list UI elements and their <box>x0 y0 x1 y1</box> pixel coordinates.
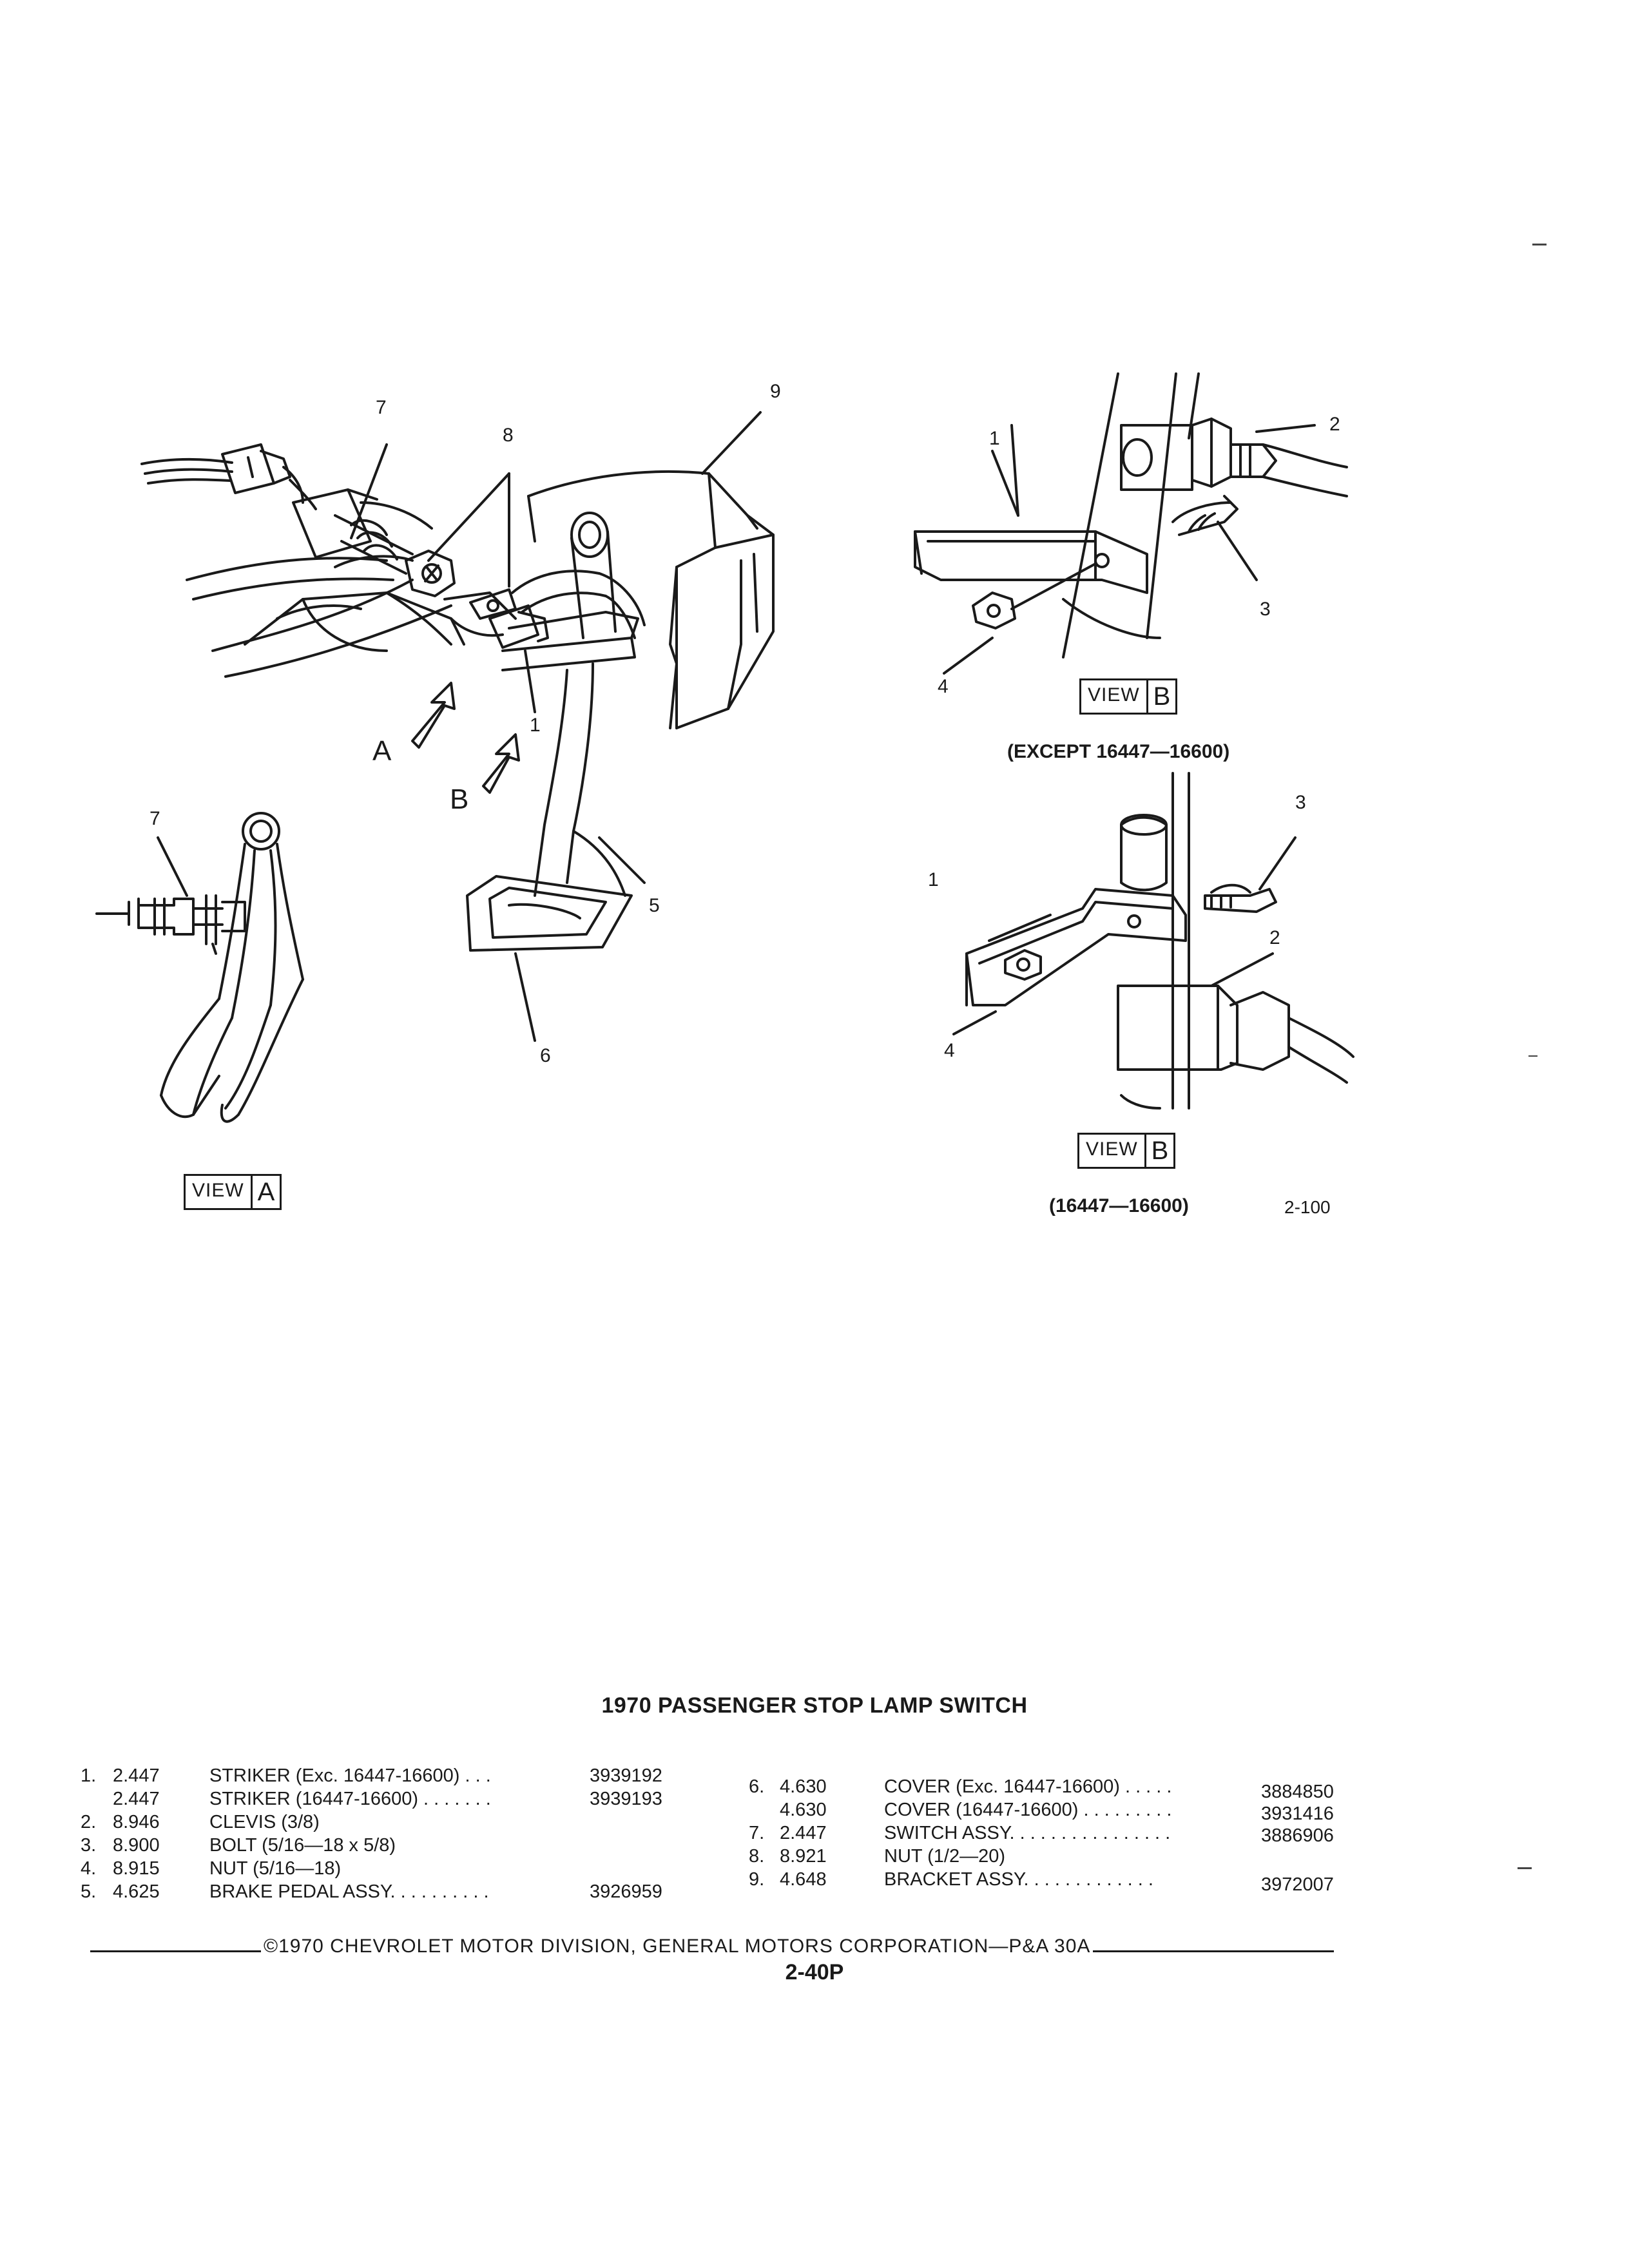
group-number: 4.625 <box>113 1881 160 1902</box>
part-description: NUT (5/16—18) <box>209 1858 342 1879</box>
part-description: COVER (16447-16600) . . . . . . . . . <box>884 1800 1172 1820</box>
view-b-bottom-label: VIEW B <box>1077 1133 1176 1169</box>
view-b-top-label: VIEW B <box>1079 678 1178 715</box>
part-description: CLEVIS (3/8) <box>209 1812 320 1832</box>
item-index: 5. <box>81 1881 97 1902</box>
list-item: 8. 8.921 NUT (1/2—20) <box>749 1845 1361 1868</box>
callout-7: 7 <box>376 397 387 418</box>
part-number: 3939193 <box>590 1789 662 1809</box>
group-number: 4.630 <box>780 1800 827 1820</box>
item-index: 6. <box>749 1776 765 1797</box>
list-item: 1. 2.447 STRIKER (Exc. 16447-16600) . . … <box>81 1764 725 1787</box>
group-number: 2.447 <box>780 1823 827 1843</box>
group-number: 8.921 <box>780 1846 827 1867</box>
figure-number: 2-100 <box>1284 1197 1331 1217</box>
callout-1: 1 <box>530 715 541 736</box>
view-b-top-callout-3: 3 <box>1260 599 1271 620</box>
copyright-footer: ©1970 CHEVROLET MOTOR DIVISION, GENERAL … <box>90 1936 1334 1957</box>
view-a-label: VIEW A <box>184 1174 282 1210</box>
part-description: STRIKER (16447-16600) . . . . . . . <box>209 1789 491 1809</box>
view-b-top-drawing <box>914 372 1348 675</box>
scan-mark <box>1528 1055 1537 1057</box>
view-b-bottom-callout-3: 3 <box>1295 792 1306 813</box>
part-number: 3939192 <box>590 1765 662 1786</box>
list-item: 7. 2.447 SWITCH ASSY. . . . . . . . . . … <box>749 1821 1361 1846</box>
page-title: 1970 PASSENGER STOP LAMP SWITCH <box>601 1693 1028 1718</box>
parts-list-right: 6. 4.630 COVER (Exc. 16447-16600) . . . … <box>749 1775 1361 1895</box>
group-number: 4.648 <box>780 1869 827 1890</box>
arrow-label-b: B <box>450 783 468 815</box>
arrow-label-a: A <box>372 735 392 767</box>
view-b-bottom-callout-1: 1 <box>928 869 939 890</box>
item-index: 7. <box>749 1823 765 1843</box>
part-description: BRACKET ASSY. . . . . . . . . . . . . <box>884 1869 1153 1890</box>
view-b-bottom-callout-2: 2 <box>1269 927 1280 948</box>
callout-5: 5 <box>649 895 660 916</box>
callout-8: 8 <box>503 425 514 446</box>
view-a-callout-7: 7 <box>149 808 160 829</box>
item-index: 2. <box>81 1812 97 1832</box>
list-item: 2.447 STRIKER (16447-16600) . . . . . . … <box>81 1787 725 1811</box>
view-b-top-callout-2: 2 <box>1329 414 1340 435</box>
item-index: 9. <box>749 1869 765 1890</box>
parts-list-left: 1. 2.447 STRIKER (Exc. 16447-16600) . . … <box>81 1764 725 1903</box>
copyright-text: ©1970 CHEVROLET MOTOR DIVISION, GENERAL … <box>264 1936 1091 1957</box>
footer-rule-right <box>1093 1950 1334 1952</box>
group-number: 4.630 <box>780 1776 827 1797</box>
view-b-bottom-label-letter: B <box>1144 1135 1174 1167</box>
part-description: BRAKE PEDAL ASSY. . . . . . . . . . <box>209 1881 489 1902</box>
view-b-top-callout-4: 4 <box>938 676 949 697</box>
part-number: 3931416 <box>1261 1803 1334 1824</box>
view-a-label-text: VIEW <box>192 1180 244 1201</box>
item-index: 1. <box>81 1765 97 1786</box>
scan-mark <box>1532 244 1547 245</box>
page-number: 2-40P <box>785 1960 844 1984</box>
caption-except-models: (EXCEPT 16447—16600) <box>1007 741 1230 762</box>
caption-models: (16447—16600) <box>1049 1195 1189 1216</box>
part-number: 3884850 <box>1261 1782 1334 1802</box>
group-number: 8.915 <box>113 1858 160 1879</box>
part-number: 3972007 <box>1261 1874 1334 1895</box>
part-description: COVER (Exc. 16447-16600) . . . . . <box>884 1776 1172 1797</box>
view-a-label-letter: A <box>250 1176 280 1208</box>
part-description: SWITCH ASSY. . . . . . . . . . . . . . .… <box>884 1823 1171 1843</box>
part-description: STRIKER (Exc. 16447-16600) . . . <box>209 1765 491 1786</box>
list-item: 3. 8.900 BOLT (5/16—18 x 5/8) <box>81 1834 725 1857</box>
list-item: 5. 4.625 BRAKE PEDAL ASSY. . . . . . . .… <box>81 1880 725 1903</box>
list-item: 9. 4.648 BRACKET ASSY. . . . . . . . . .… <box>749 1868 1361 1895</box>
view-b-top-callout-1: 1 <box>989 428 1000 449</box>
list-item: 6. 4.630 COVER (Exc. 16447-16600) . . . … <box>749 1775 1361 1802</box>
group-number: 2.447 <box>113 1765 160 1786</box>
footer-rule-left <box>90 1950 261 1952</box>
list-item: 4.630 COVER (16447-16600) . . . . . . . … <box>749 1798 1361 1824</box>
part-description: NUT (1/2—20) <box>884 1846 1006 1867</box>
view-b-bottom-callout-4: 4 <box>944 1040 955 1061</box>
item-index: 8. <box>749 1846 765 1867</box>
view-a-drawing <box>95 812 304 1123</box>
part-number: 3926959 <box>590 1881 662 1902</box>
item-index: 3. <box>81 1835 97 1856</box>
view-b-top-label-letter: B <box>1146 680 1176 713</box>
list-item: 2. 8.946 CLEVIS (3/8) <box>81 1811 725 1834</box>
group-number: 8.946 <box>113 1812 160 1832</box>
part-description: BOLT (5/16—18 x 5/8) <box>209 1835 396 1856</box>
scan-mark <box>1518 1867 1532 1869</box>
main-assembly-drawing <box>140 411 775 1042</box>
list-item: 4. 8.915 NUT (5/16—18) <box>81 1857 725 1880</box>
group-number: 8.900 <box>113 1835 160 1856</box>
callout-9: 9 <box>770 381 781 402</box>
group-number: 2.447 <box>113 1789 160 1809</box>
view-b-bottom-drawing <box>952 772 1354 1110</box>
view-b-bottom-label-text: VIEW <box>1086 1139 1138 1160</box>
part-number: 3886906 <box>1261 1825 1334 1846</box>
view-b-top-label-text: VIEW <box>1088 684 1140 706</box>
callout-6: 6 <box>540 1045 551 1066</box>
item-index: 4. <box>81 1858 97 1879</box>
